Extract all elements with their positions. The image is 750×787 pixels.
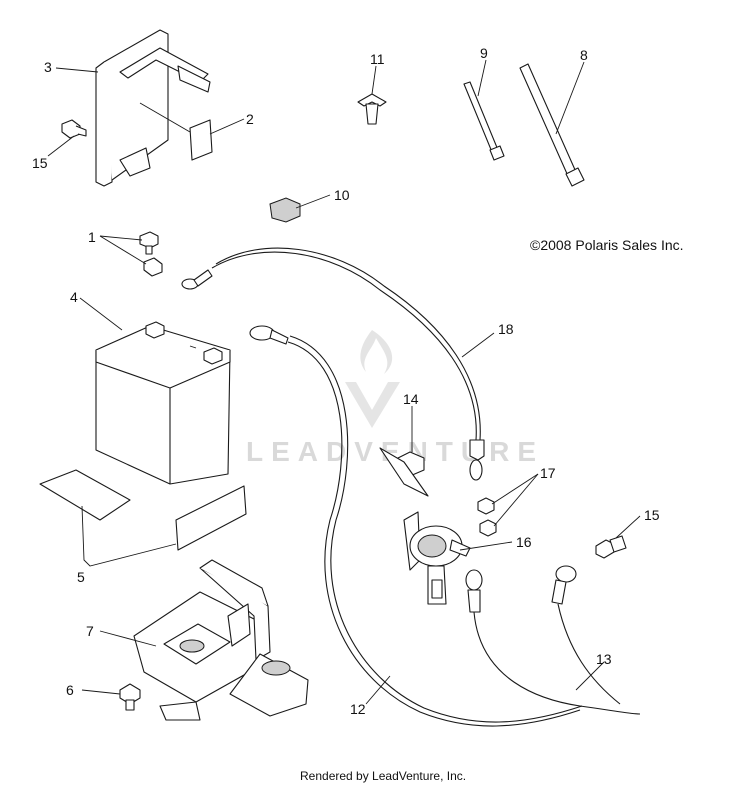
part-1-bolt-and-nut [139, 231, 163, 277]
copyright-text: ©2008 Polaris Sales Inc. [530, 237, 684, 253]
callout-2: 2 [246, 111, 254, 127]
leader-5 [81, 505, 177, 567]
leader-18 [461, 332, 495, 358]
part-11-push-clip [357, 93, 387, 125]
part-2-label [189, 119, 213, 161]
ring-terminal-18 [469, 439, 485, 481]
leader-17b [493, 473, 539, 527]
callout-9: 9 [480, 45, 488, 61]
callout-8: 8 [580, 47, 588, 63]
callout-1: 1 [88, 229, 96, 245]
part-12-cable-edge [289, 335, 583, 723]
leader-3 [55, 67, 99, 73]
part-12-cable [287, 341, 581, 727]
leader-1a [99, 235, 143, 241]
part-6-bolt [119, 683, 141, 711]
part-7-battery-tray [133, 559, 309, 721]
leader-7 [99, 630, 157, 647]
part-15-bolt-right [595, 535, 627, 559]
callout-3: 3 [44, 59, 52, 75]
leader-13 [575, 661, 605, 691]
callout-10: 10 [334, 187, 350, 203]
callout-6: 6 [66, 682, 74, 698]
callout-4: 4 [70, 289, 78, 305]
leader-6 [81, 689, 121, 695]
part-5-decals [39, 469, 247, 551]
callout-14: 14 [403, 391, 419, 407]
part-4-battery [95, 321, 231, 485]
part-15-bolt-top [61, 119, 87, 139]
leader-2b [139, 102, 191, 133]
ring-terminal-13a [465, 569, 483, 613]
part-9-cable-tie [463, 81, 505, 161]
leader-2 [209, 118, 245, 135]
leader-15a [47, 135, 75, 157]
leader-12 [365, 675, 391, 705]
callout-5: 5 [77, 569, 85, 585]
callout-18: 18 [498, 321, 514, 337]
leader-4 [79, 297, 123, 331]
part-13-cable [473, 611, 641, 715]
callout-13: 13 [596, 651, 612, 667]
part-18-cable [211, 251, 477, 441]
ring-terminal-13b [551, 565, 577, 605]
part-8-cable-tie [519, 63, 585, 187]
footer-text: Rendered by LeadVenture, Inc. [300, 769, 466, 783]
leader-15b [615, 515, 641, 539]
callout-15-right: 15 [644, 507, 660, 523]
leader-10 [295, 194, 331, 209]
part-10-terminal-cap [269, 197, 301, 223]
callout-17: 17 [540, 465, 556, 481]
decal-panel [379, 447, 429, 497]
ring-terminal-upper [181, 269, 213, 290]
leader-11 [371, 65, 377, 95]
leader-1b [99, 235, 147, 265]
part-17-nuts [477, 497, 497, 537]
leader-17a [491, 473, 539, 505]
part-3-bracket [95, 29, 211, 187]
leader-9 [477, 59, 487, 97]
watermark-logo [345, 330, 400, 428]
leader-16 [459, 541, 513, 551]
callout-15-top: 15 [32, 155, 48, 171]
callout-7: 7 [86, 623, 94, 639]
callout-11: 11 [370, 51, 385, 67]
part-13-cable-b [557, 603, 621, 705]
callout-16: 16 [516, 534, 532, 550]
part-16-solenoid [403, 511, 471, 605]
callout-12: 12 [350, 701, 366, 717]
leader-8 [555, 61, 585, 135]
part-18-cable-edge [215, 247, 481, 441]
ring-terminal-12 [249, 325, 289, 345]
